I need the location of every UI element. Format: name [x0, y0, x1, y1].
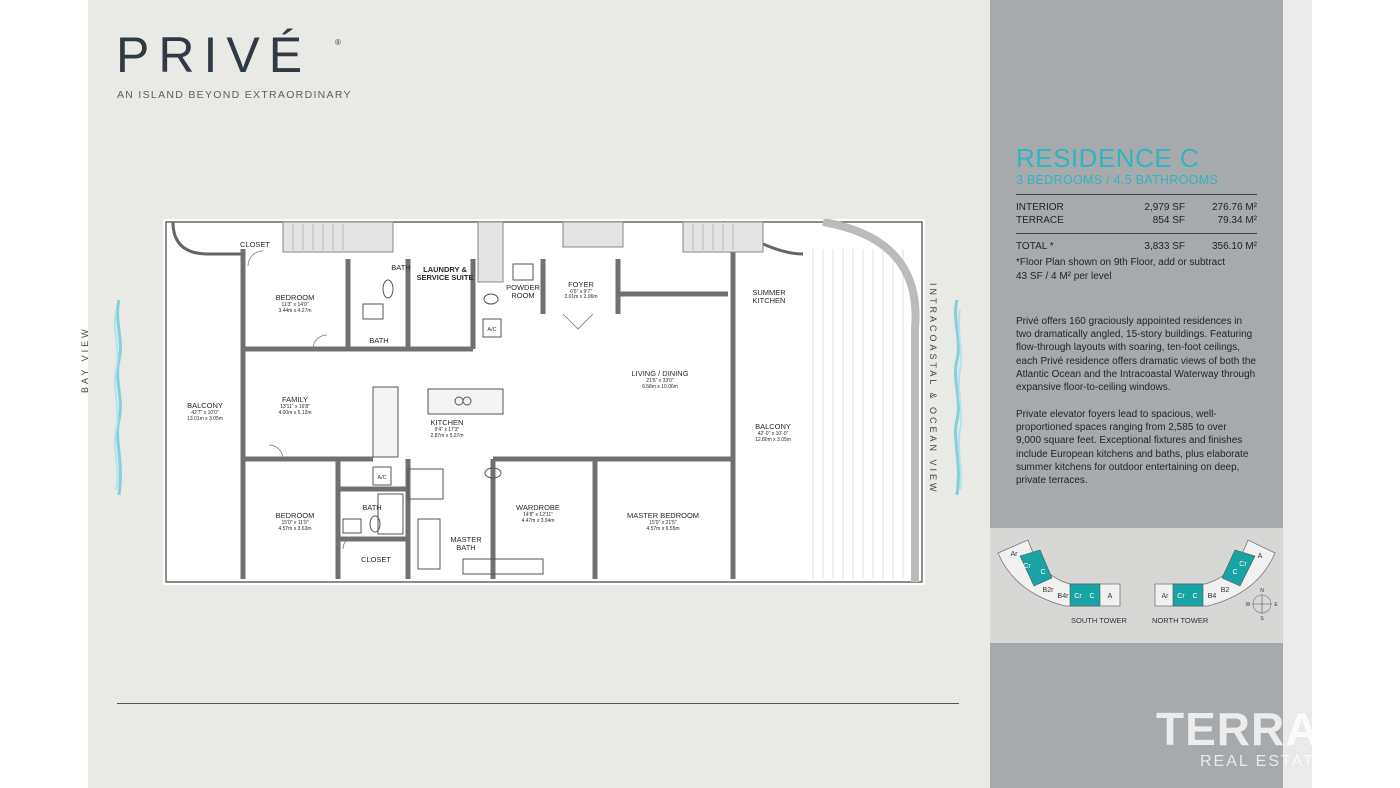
north-tower-label: NORTH TOWER [1152, 616, 1209, 625]
room-living-dims-m: 6.58m x 10.06m [642, 384, 678, 390]
room-balcony-left-dims: 42'7" x 10'0" [191, 410, 219, 416]
info-sidebar [990, 0, 1283, 788]
svg-text:Ar: Ar [1011, 551, 1019, 558]
svg-text:B2: B2 [1221, 587, 1230, 594]
ocean-view-label: INTRACOASTAL & OCEAN VIEW [928, 283, 938, 495]
room-laundry-2: SERVICE SUITE [417, 273, 474, 282]
svg-text:B2r: B2r [1043, 587, 1055, 594]
tower-keyplan: Ar Cr C B2r B4r Cr C A Ar Cr C B4 B2 C C… [990, 528, 1283, 643]
room-foyer: FOYER [568, 280, 594, 289]
svg-text:C: C [1040, 569, 1045, 576]
room-bath-3: BATH [362, 503, 381, 512]
compass-icon: N E S W [1246, 588, 1279, 622]
footer-rule [117, 703, 959, 704]
room-closet-top: CLOSET [240, 240, 270, 249]
room-bath-2: BATH [369, 336, 388, 345]
south-unit-cr-highlight [1019, 549, 1053, 587]
room-bedroom-2-dims: 15'0" x 11'9" [281, 520, 308, 526]
svg-text:N: N [1260, 588, 1264, 594]
ac-label-1: A/C [487, 327, 496, 333]
svg-text:Cr: Cr [1239, 561, 1247, 568]
room-powder-2: ROOM [511, 291, 534, 300]
room-balcony-right-dims: 42'-0" x 10'-0" [758, 431, 789, 437]
room-kitchen-dims-m: 2.87m x 5.27m [430, 433, 463, 439]
south-unit-c-highlight [1069, 583, 1101, 607]
room-master-bath-2: BATH [456, 543, 475, 552]
water-waves-icon-right [954, 300, 963, 495]
room-bedroom-2-dims-m: 4.57m x 3.63m [278, 526, 311, 532]
svg-text:C: C [1192, 593, 1197, 600]
room-foyer-dims: 6'6" x 9'7" [570, 289, 592, 295]
water-waves-icon-left [114, 300, 122, 495]
svg-text:E: E [1274, 602, 1278, 608]
room-laundry: LAUNDRY & [423, 265, 467, 274]
room-family-dims-m: 4.00m x 5.12m [278, 410, 311, 416]
residence-title: RESIDENCE C [1016, 143, 1200, 173]
room-wardrobe-dims-m: 4.47m x 3.94m [521, 518, 554, 524]
residence-subtitle: 3 BEDROOMS / 4.5 BATHROOMS [1016, 173, 1219, 187]
room-foyer-dims-m: 2.01m x 2.96m [564, 294, 597, 300]
table-rule-top [1016, 194, 1257, 195]
svg-text:A: A [1108, 593, 1113, 600]
north-unit-cr-highlight [1221, 549, 1256, 587]
tower-keyplan-drawing: Ar Cr C B2r B4r Cr C A Ar Cr C B4 B2 C C… [997, 539, 1279, 622]
ac-label-2: A/C [377, 475, 386, 481]
room-bath-1: BATH [391, 263, 410, 272]
room-kitchen-dims: 9'4" x 17'3" [435, 427, 460, 433]
svg-text:B4r: B4r [1058, 593, 1070, 600]
svg-text:Cr: Cr [1023, 563, 1031, 570]
brand-tagline: AN ISLAND BEYOND EXTRAORDINARY [117, 89, 352, 101]
room-master-bath: MASTER [450, 535, 482, 544]
bay-view-label: BAY VIEW [80, 326, 90, 393]
room-balcony-left-dims-m: 13.01m x 3.05m [187, 416, 223, 422]
room-balcony-right-dims-m: 12.80m x 3.05m [755, 437, 791, 443]
room-living-dims: 21'6" x 33'0" [646, 378, 674, 384]
room-summer-kitchen-2: KITCHEN [753, 296, 786, 305]
room-family-dims: 13'11" x 16'8" [280, 404, 310, 410]
room-bedroom-1-dims: 11'3" x 14'0" [281, 302, 308, 308]
svg-text:C: C [1089, 593, 1094, 600]
svg-text:A: A [1258, 553, 1263, 560]
right-margin [1283, 0, 1312, 788]
room-bedroom-1-dims-m: 3.44m x 4.27m [278, 308, 311, 314]
room-bedroom-1: BEDROOM [276, 293, 315, 302]
room-family: FAMILY [282, 395, 308, 404]
floor-note: *Floor Plan shown on 9th Floor, add or s… [1016, 257, 1226, 282]
room-wardrobe-dims: 14'8" x 12'11" [523, 512, 553, 518]
south-tower-label: SOUTH TOWER [1071, 616, 1127, 625]
room-balcony-left: BALCONY [187, 401, 223, 410]
svg-text:Ar: Ar [1162, 593, 1170, 600]
description-paragraph-1: Privé offers 160 graciously appointed re… [1016, 316, 1256, 394]
description-paragraph-2: Private elevator foyers lead to spacious… [1016, 409, 1249, 487]
svg-text:C: C [1232, 569, 1237, 576]
room-master-bedroom-dims: 15'0" x 21'5" [649, 520, 677, 526]
room-kitchen: KITCHEN [431, 418, 464, 427]
room-master-bedroom: MASTER BEDROOM [627, 511, 699, 520]
registered-mark: ® [335, 38, 341, 47]
room-master-bedroom-dims-m: 4.57m x 6.55m [646, 526, 679, 532]
room-powder: POWDER [506, 283, 540, 292]
room-bedroom-2: BEDROOM [276, 511, 315, 520]
floor-plan: A/C A/C CLOSET BATH LAUNDRY & SERVICE SU… [163, 219, 925, 585]
room-wardrobe: WARDROBE [516, 503, 560, 512]
room-living: LIVING / DINING [631, 369, 688, 378]
room-balcony-right: BALCONY [755, 422, 791, 431]
svg-text:W: W [1246, 602, 1251, 608]
svg-text:Cr: Cr [1177, 593, 1185, 600]
svg-text:S: S [1260, 616, 1264, 622]
north-unit-c-highlight [1172, 583, 1204, 607]
svg-text:Cr: Cr [1074, 593, 1082, 600]
table-rule-bottom [1016, 233, 1257, 234]
watermark-subtitle: REAL ESTATE [1200, 753, 1312, 770]
room-summer-kitchen: SUMMER [752, 288, 786, 297]
watermark-logo: TERRA [1156, 703, 1312, 755]
brand-logo: PRIVÉ [116, 27, 312, 83]
room-closet-bottom: CLOSET [361, 555, 391, 564]
svg-text:B4: B4 [1208, 593, 1217, 600]
